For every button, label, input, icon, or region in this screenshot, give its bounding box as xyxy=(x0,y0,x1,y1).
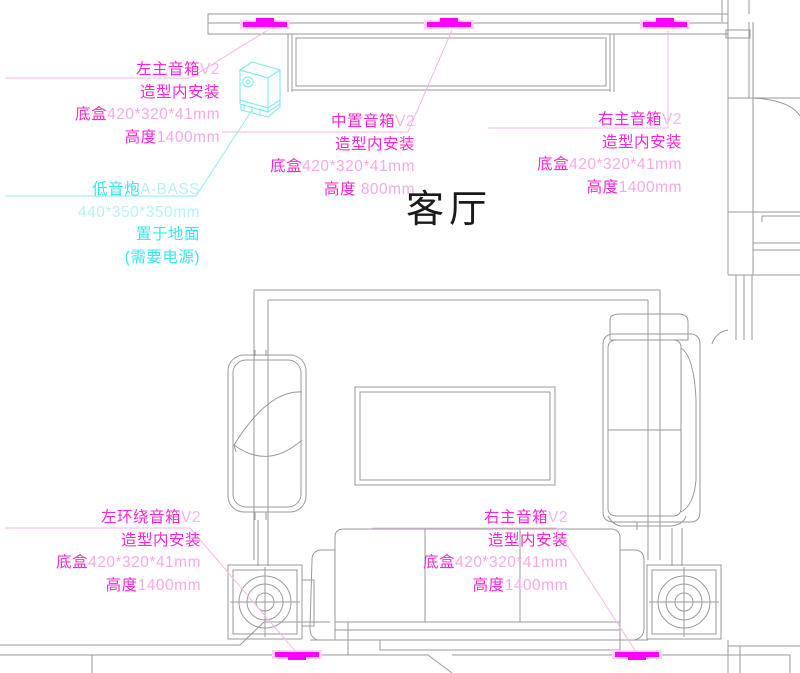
left-surround-install: 造型内安装 xyxy=(120,531,201,549)
annotation-right-surround-speaker: 右主音箱V2 造型内安装 底盒420*320*41mm 高度1400mm xyxy=(372,510,568,600)
right-main-box: 底盒420*320*41mm xyxy=(537,156,682,173)
left-surround-box: 底盒420*320*41mm xyxy=(56,554,201,571)
right-side-table xyxy=(646,564,722,640)
center-height: 高度 800mm xyxy=(323,180,415,198)
annotation-left-main-speaker: 左主音箱V2 造型内安装 底盒420*320*41mm 高度1400mm xyxy=(60,62,220,152)
subwoofer-size: 440*350*350mm xyxy=(78,203,200,221)
tv-panel xyxy=(354,386,556,486)
annotation-center-speaker: 中置音箱V2 造型内安装 底盒420*320*41mm 高度 800mm xyxy=(215,114,415,204)
speaker-symbol-left-main[interactable] xyxy=(240,18,290,29)
main-sofa xyxy=(309,528,648,651)
room-title: 客厅 xyxy=(406,187,493,231)
right-wall-partition xyxy=(711,0,800,345)
left-main-install: 造型内安装 xyxy=(139,83,220,101)
annotation-subwoofer: 低音炮A-BASS 440*350*350mm 置于地面 (需要电源) xyxy=(20,182,200,272)
speaker-symbol-left-surround[interactable] xyxy=(272,650,322,660)
left-surround-height: 高度1400mm xyxy=(105,576,201,594)
left-main-box: 底盒420*320*41mm xyxy=(75,106,220,123)
center-install: 造型内安装 xyxy=(334,135,415,153)
right-main-title: 右主音箱V2 xyxy=(598,111,682,128)
center-box: 底盒420*320*41mm xyxy=(270,158,415,175)
bottom-wall xyxy=(0,621,800,673)
left-main-height: 高度1400mm xyxy=(124,128,220,146)
right-lounge-chair xyxy=(602,313,701,530)
speaker-symbol-center[interactable] xyxy=(424,18,474,29)
speaker-symbol-right-main[interactable] xyxy=(640,18,690,29)
wall-drops xyxy=(287,34,615,92)
speaker-symbol-right-surround[interactable] xyxy=(612,650,662,660)
subwoofer-title: 低音炮A-BASS xyxy=(92,181,200,198)
left-surround-title: 左环绕音箱V2 xyxy=(101,509,201,526)
center-title: 中置音箱V2 xyxy=(331,113,415,130)
annotation-left-surround-speaker: 左环绕音箱V2 造型内安装 底盒420*320*41mm 高度1400mm xyxy=(5,510,201,600)
subwoofer-note: (需要电源) xyxy=(124,248,200,266)
right-surround-height: 高度1400mm xyxy=(472,576,568,594)
right-main-height: 高度1400mm xyxy=(586,178,682,196)
right-surround-title: 右主音箱V2 xyxy=(484,509,568,526)
left-side-table xyxy=(227,564,315,640)
subwoofer-placement: 置于地面 xyxy=(135,226,200,243)
lamp-stems xyxy=(257,520,683,566)
right-surround-install: 造型内安装 xyxy=(487,531,568,549)
right-main-install: 造型内安装 xyxy=(601,133,682,151)
left-main-title: 左主音箱V2 xyxy=(136,61,220,78)
annotation-right-main-speaker: 右主音箱V2 造型内安装 底盒420*320*41mm 高度1400mm xyxy=(482,112,682,202)
right-surround-box: 底盒420*320*41mm xyxy=(423,554,568,571)
left-armchair xyxy=(227,350,307,520)
